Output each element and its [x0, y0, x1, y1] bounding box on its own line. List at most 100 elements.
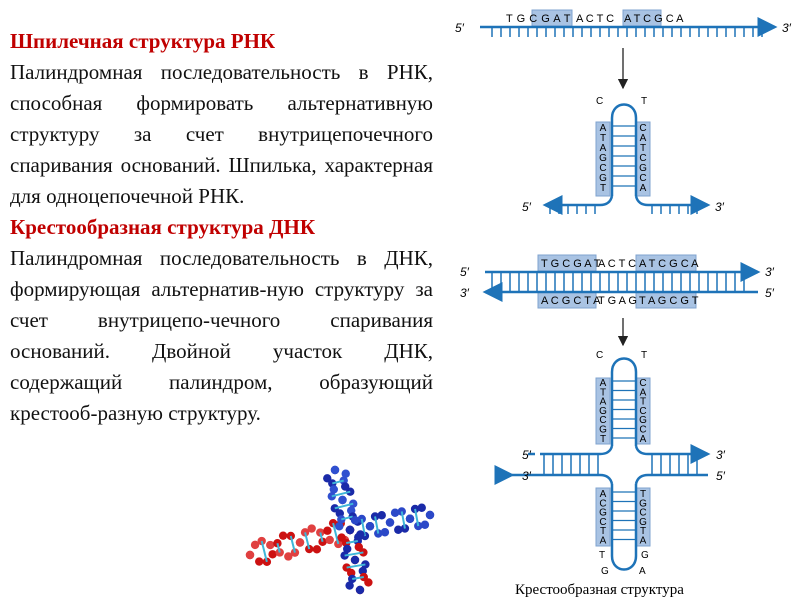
atom-sphere: [359, 548, 368, 557]
atom-sphere: [356, 530, 365, 539]
stem-base: C: [639, 153, 646, 164]
cruciform-bot-seq-mid: T G A G: [598, 295, 637, 307]
stem-base: A: [600, 143, 607, 154]
atom-sphere: [350, 555, 360, 565]
atom-sphere: [316, 528, 325, 537]
paragraph-rna-hairpin: Палиндромная последовательность в РНК, с…: [10, 60, 433, 208]
atom-sphere: [255, 557, 264, 566]
atom-sphere: [380, 528, 390, 537]
atom-sphere: [245, 550, 255, 560]
paragraph-dna-cruciform: Палиндромная последовательность в ДНК, ф…: [10, 246, 433, 425]
cruciform-caption: Крестообразная структура: [515, 582, 684, 598]
atom-sphere: [394, 525, 403, 534]
atom-sphere: [349, 499, 358, 508]
stem-base: C: [639, 173, 646, 184]
atom-sphere: [377, 511, 386, 520]
cruciform-top-5-label: 5′: [460, 265, 470, 279]
atom-sphere: [330, 465, 340, 475]
cruciform-top-seq-left: T G C G A T: [541, 258, 601, 270]
stem-base: G: [639, 163, 647, 174]
atom-sphere: [250, 540, 260, 550]
base-pair-bond: [332, 479, 344, 485]
cruciform-lower-loop-left: T: [599, 550, 605, 561]
base-pair-bond: [360, 518, 366, 537]
stem-base: C: [639, 425, 646, 436]
cruciform-bot-seq-left: A C G C T A: [541, 295, 601, 307]
stem-base: T: [640, 489, 646, 500]
atom-sphere: [414, 521, 423, 531]
stem-base: C: [599, 415, 606, 426]
cruciform-mid-5-label: 5′: [522, 448, 532, 462]
atom-sphere: [370, 512, 380, 521]
base-pair-bond: [344, 551, 364, 557]
cruciform-lower-end-right: A: [639, 566, 646, 577]
atom-sphere: [417, 503, 426, 512]
cruciform-lower-end-left: G: [601, 566, 609, 577]
atom-sphere: [268, 550, 277, 559]
structure-diagram: 5′ 3′ T G C G A T A C T C A T C G C A C …: [455, 9, 792, 598]
stem-base: G: [599, 153, 607, 164]
stem-base: G: [639, 415, 647, 426]
hairpin-bottom-5-label: 5′: [522, 200, 532, 214]
stem-base: T: [600, 526, 606, 537]
atom-sphere: [341, 469, 350, 478]
stem-base: C: [599, 163, 606, 174]
base-pair-bond: [341, 515, 353, 521]
stem-base: T: [640, 397, 646, 408]
stem-base: A: [640, 183, 647, 194]
dna-cruciform-molecule-image: [245, 465, 435, 595]
cruciform-mid-3b-label: 3′: [522, 469, 532, 483]
hairpin-top-5-label: 5′: [455, 21, 465, 35]
stem-base: C: [599, 498, 606, 509]
atom-sphere: [266, 540, 275, 550]
cruciform-top-seq-mid: A C T C: [598, 258, 636, 270]
cruciform-top-seq-right: A T C G C A: [639, 258, 699, 270]
atom-sphere: [365, 522, 375, 531]
stem-base: A: [600, 536, 607, 547]
text-column: Шпилечная структура РНК Палиндромная пос…: [10, 26, 433, 429]
atom-sphere: [374, 529, 383, 538]
hairpin-top-3-label: 3′: [782, 21, 792, 35]
base-pair-bond: [260, 540, 268, 563]
heading-rna-hairpin: Шпилечная структура РНК: [10, 29, 276, 53]
base-pair-bond: [346, 540, 358, 544]
base-pair-bond: [400, 511, 406, 529]
stem-base: G: [599, 508, 607, 519]
stem-base: G: [599, 425, 607, 436]
stem-base: C: [639, 508, 646, 519]
atom-sphere: [334, 539, 343, 549]
atom-sphere: [307, 524, 316, 533]
cruciform-lower-loop-right: G: [641, 550, 649, 561]
hairpin-seq-mid: A C T C: [576, 13, 614, 25]
stem-base: G: [599, 406, 607, 417]
atom-sphere: [323, 474, 332, 483]
atom-sphere: [305, 544, 314, 554]
atom-sphere: [364, 578, 373, 587]
atom-sphere: [397, 507, 406, 516]
atom-sphere: [346, 487, 355, 496]
stem-base: A: [600, 123, 607, 134]
base-pair-bond: [332, 522, 340, 545]
stem-base: G: [599, 173, 607, 184]
atom-sphere: [262, 557, 272, 567]
base-pair-bond: [276, 542, 281, 553]
base-pair-bond: [331, 490, 351, 498]
atom-sphere: [335, 522, 344, 531]
stem-base: C: [639, 123, 646, 134]
stem-base: C: [599, 517, 606, 528]
stem-base: G: [639, 498, 647, 509]
stem-base: A: [600, 489, 607, 500]
atom-sphere: [278, 531, 288, 540]
atom-sphere: [345, 581, 354, 590]
atom-sphere: [343, 544, 352, 554]
atom-sphere: [361, 560, 370, 569]
stem-base: T: [600, 133, 606, 144]
cruciform-upper-loop-right: T: [641, 350, 647, 361]
stem-base: T: [640, 526, 646, 537]
base-pair-bond: [346, 563, 366, 569]
atom-sphere: [323, 526, 332, 535]
base-pair-bond: [289, 535, 296, 553]
atom-sphere: [330, 504, 339, 513]
atom-sphere: [284, 552, 293, 561]
